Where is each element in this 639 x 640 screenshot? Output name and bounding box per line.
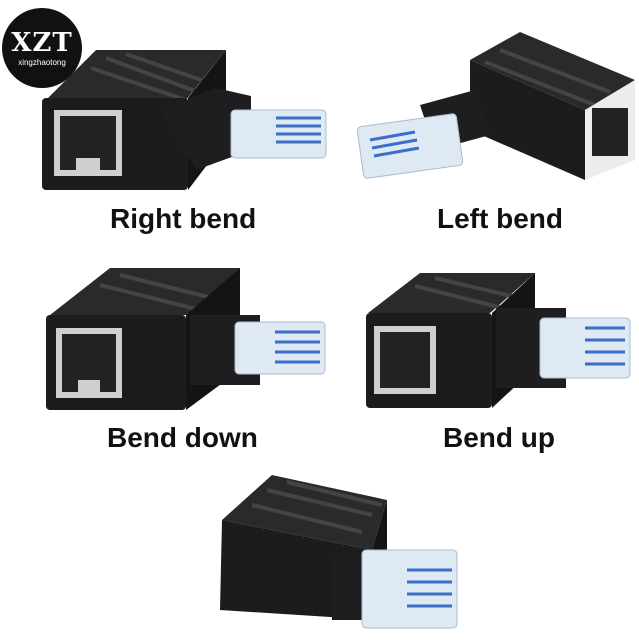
rj45-bend-down-adapter-icon <box>40 260 330 420</box>
brand-name: XZT <box>11 27 73 58</box>
rj45-right-bend-adapter-icon <box>36 40 336 200</box>
rj45-bend-up-adapter-icon <box>360 268 635 418</box>
caption-left-bend: Left bend <box>437 203 563 234</box>
rj45-left-bend-adapter-icon <box>356 20 639 190</box>
caption-bend-down: Bend down <box>107 422 258 453</box>
brand-subtitle: xingzhaotong <box>18 57 66 67</box>
caption-bend-up: Bend up <box>443 422 555 453</box>
caption-right-bend: Right bend <box>110 203 257 234</box>
brand-logo: XZT xingzhaotong <box>2 8 82 88</box>
rj45-straight-adapter-icon <box>212 470 472 635</box>
